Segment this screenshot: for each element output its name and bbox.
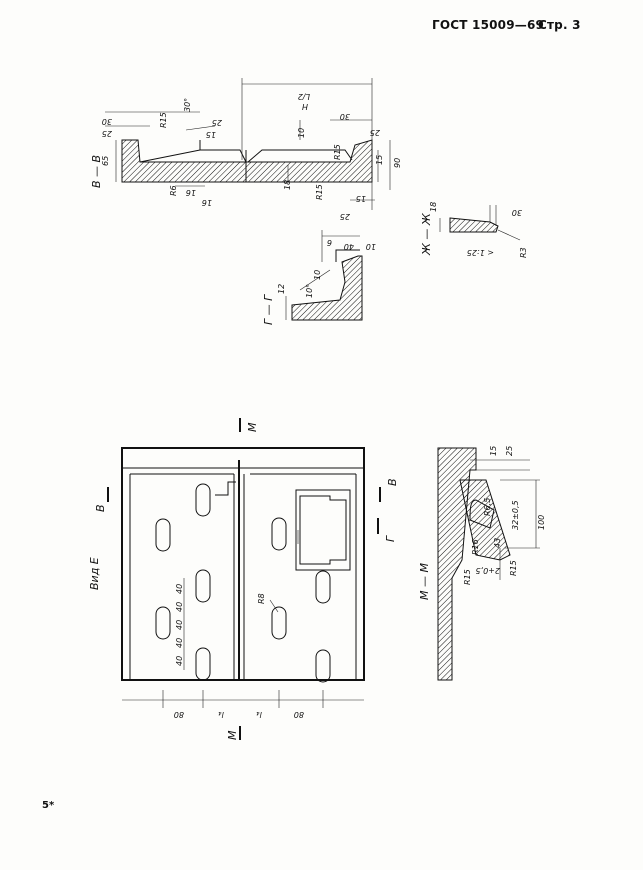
dimension-label: R16 [471, 539, 480, 555]
dimension-label: 10° [305, 284, 314, 298]
standard-number: ГОСТ 15009—69 [432, 18, 545, 32]
dimension-label: 40 [344, 242, 354, 251]
dimension-label: 40 [175, 638, 184, 648]
dimension-label: 30 [512, 208, 522, 217]
dimension-label: 15 [356, 194, 366, 203]
mark-b-left: В [94, 504, 107, 512]
dimension-label: R6 [169, 185, 178, 196]
dimension-label: 6 [327, 238, 332, 247]
zhzh-profile [449, 217, 499, 233]
dimension-label: 12 [277, 284, 286, 294]
dimension-label: R15 [333, 144, 342, 160]
dimension-label: 80 [294, 710, 304, 719]
dimension-label: l₄ [218, 710, 224, 719]
section-gg: Г — Г 12 10° 10 6 40 10 [262, 230, 376, 325]
dimension-label: 30 [340, 112, 350, 121]
dimension-label: L/2 [298, 92, 310, 101]
dimension-label: R15 [315, 184, 324, 200]
dimension-label: 15 [206, 130, 216, 139]
dimension-label: 40 [175, 620, 184, 630]
dimension-label: 43 [493, 538, 502, 548]
dimension-label: R15 [509, 560, 518, 576]
section-mm: М — М 15 25 32±0,5 100 R15 R16 R6,5 43 2… [418, 446, 546, 681]
mark-g: Г [384, 535, 397, 542]
dimension-label: 30° [183, 98, 192, 112]
dimension-label: l₄ [256, 710, 262, 719]
section-zhzh: Ж — Ж 18 30 < 1:25 R3 [420, 202, 528, 258]
dimension-label: 32±0,5 [511, 500, 520, 530]
dimension-label: < 1:25 [467, 248, 494, 257]
dimension-label: 25 [370, 128, 380, 137]
dimension-label: 15 [375, 155, 384, 165]
dimension-label: 16 [202, 198, 212, 207]
mark-m-top: М [246, 422, 259, 432]
mm-lug [459, 479, 511, 561]
mark-m-bottom: М [226, 730, 239, 740]
dimension-label: 40 [175, 656, 184, 666]
dimension-label: 25 [505, 446, 514, 456]
vv-title: В — В [90, 155, 103, 188]
dimension-label: 30 [102, 117, 112, 126]
gg-title: Г — Г [262, 294, 275, 325]
dimension-label: R6,5 [483, 498, 492, 516]
view-e: Вид Е В В Г М М 40 40 40 40 40 R8 80 l₄ … [88, 418, 399, 740]
dimension-label: 15 [489, 446, 498, 456]
dimension-label: 16 [186, 188, 196, 197]
zhzh-title: Ж — Ж [420, 212, 433, 256]
vv-profile [121, 139, 373, 183]
page-number: Стр. 3 [538, 18, 581, 32]
dimension-label: 2+0,5 [475, 566, 500, 575]
mark-b-right: В [386, 478, 399, 486]
dimension-label: R15 [463, 569, 472, 585]
dimension-label: 25 [212, 118, 222, 127]
mm-title: М — М [418, 563, 431, 600]
dimension-label: R8 [257, 593, 266, 604]
view-e-title: Вид Е [88, 557, 101, 590]
dimension-label: 25 [340, 212, 350, 221]
dimension-label: 25 [102, 129, 112, 138]
dimension-label: 40 [175, 602, 184, 612]
section-vv: В — В 30 25 R15 30° 25 15 10 65 R6 16 16… [90, 78, 402, 221]
dimension-label: 90 [393, 158, 402, 168]
dimension-label: 10 [313, 270, 322, 280]
dimension-label: 80 [174, 710, 184, 719]
footer-mark: 5* [42, 800, 55, 811]
gg-profile [291, 255, 363, 321]
dimension-label: R15 [159, 112, 168, 128]
dimension-label: 65 [101, 156, 110, 166]
dimension-label: 40 [175, 584, 184, 594]
dimension-label: R3 [519, 247, 528, 258]
dimension-label: 100 [537, 515, 546, 530]
dimension-label: 10 [366, 242, 376, 251]
dimension-label: 18 [429, 202, 438, 212]
dimension-label: H [302, 102, 308, 111]
view-e-outline [121, 447, 365, 681]
dimension-label: 10 [297, 128, 306, 138]
dimension-label: 18 [283, 180, 292, 190]
